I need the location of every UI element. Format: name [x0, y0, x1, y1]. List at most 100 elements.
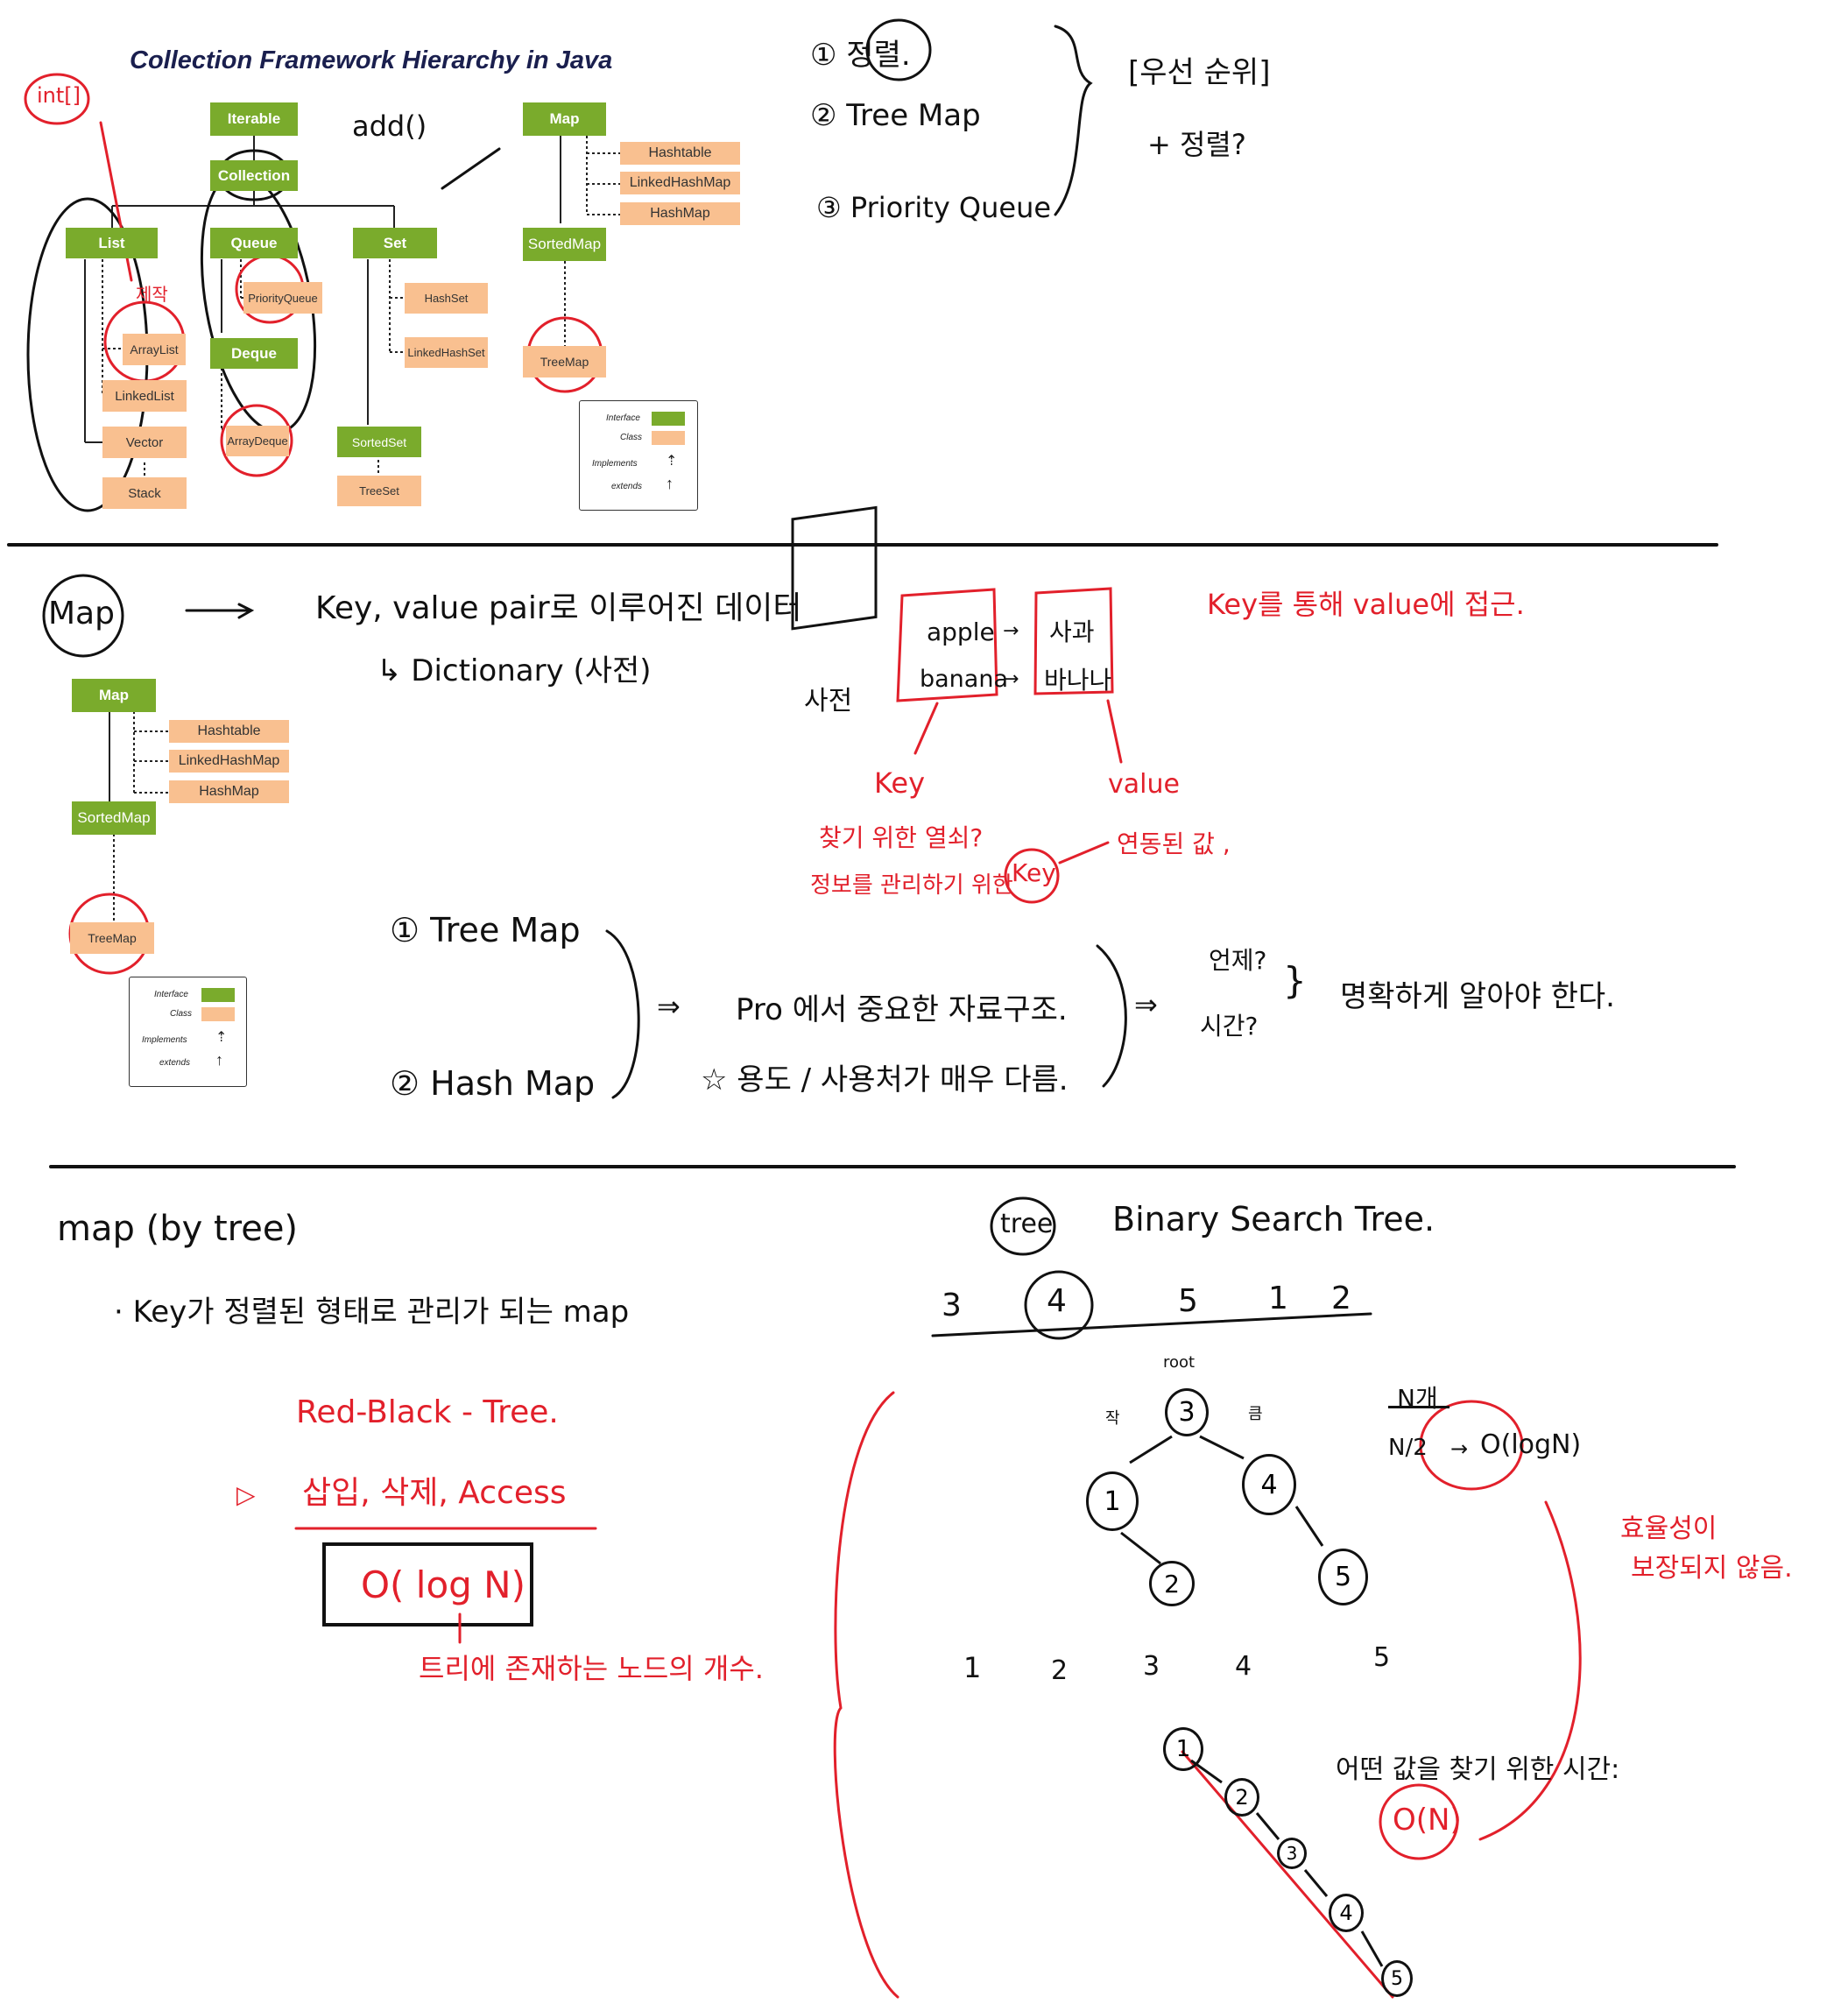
chain-node-5: 5 — [1381, 1960, 1413, 1997]
note-item1: ① 정렬. — [810, 38, 911, 73]
hashset-box: HashSet — [405, 283, 488, 314]
legend-interface-swatch — [652, 412, 685, 426]
hierarchy-title: Collection Framework Hierarchy in Java — [130, 46, 613, 74]
efficiency-note-1: 효율성이 — [1620, 1514, 1718, 1544]
list-item-treemap: ① Tree Map — [390, 911, 581, 949]
key-banana: banana — [920, 666, 1008, 693]
mini-legend-implements: Implements — [142, 1035, 187, 1045]
mini-legend-class: Class — [170, 1009, 193, 1019]
bullet-icon: ▷ — [236, 1480, 256, 1509]
list-box: List — [66, 228, 158, 258]
hashmap-box: HashMap — [620, 202, 740, 225]
chain-node-1: 1 — [1163, 1727, 1203, 1771]
ops-note: 삽입, 삭제, Access — [302, 1475, 567, 1511]
collection-box: Collection — [210, 160, 298, 191]
bst-node-right: 4 — [1242, 1454, 1296, 1515]
key-desc-2: 정보를 관리하기 위한 — [810, 872, 1013, 899]
jeryo-note: 제작 — [136, 284, 168, 305]
seq-1: 1 — [1268, 1281, 1288, 1316]
bst-title: Binary Search Tree. — [1112, 1200, 1435, 1238]
mini-solid-arrow-icon: ↑ — [215, 1051, 223, 1069]
sortedmap-box: SortedMap — [523, 228, 606, 261]
half-note: N/2 — [1388, 1435, 1428, 1461]
rb-tree-note: Red-Black - Tree. — [296, 1394, 559, 1430]
mini-legend: Interface Class Implements extends ⇡ ↑ — [129, 977, 247, 1087]
key-label: Key — [874, 766, 926, 800]
ologn-note: O(logN) — [1480, 1429, 1582, 1460]
seq-3: 3 — [942, 1288, 962, 1323]
implies-2: ⇒ — [1134, 988, 1158, 1021]
big-label: 큼 — [1248, 1405, 1263, 1423]
key-desc-1: 찾기 위한 열쇠? — [819, 823, 984, 852]
legend-interface: Interface — [606, 413, 640, 423]
mini-legend-extends: extends — [159, 1058, 191, 1068]
legend-class-swatch — [652, 431, 685, 445]
priorityqueue-box: PriorityQueue — [243, 282, 322, 314]
book-label: 사전 — [804, 686, 853, 716]
value-banana: 바나나 — [1044, 666, 1112, 695]
mini-legend-class-swatch — [201, 1007, 235, 1021]
pro-note: Pro 에서 중요한 자료구조. — [736, 992, 1068, 1027]
sorted-2: 2 — [1051, 1655, 1069, 1686]
vector-box: Vector — [102, 427, 187, 458]
red-ink — [24, 73, 1582, 1999]
must-know-note: 명확하게 알아야 한다. — [1340, 979, 1615, 1014]
n-count-underline — [1388, 1406, 1449, 1408]
implies-1: ⇒ — [657, 990, 681, 1023]
dashed-arrow-icon: ⇡ — [666, 454, 678, 469]
root-label: root — [1163, 1353, 1196, 1372]
treemap-box: TreeMap — [523, 346, 606, 378]
tree-circle-label: tree — [1000, 1209, 1054, 1239]
int-array-note: int[] — [37, 83, 81, 108]
mini-map-connectors — [109, 711, 169, 921]
linkedhashset-box: LinkedHashSet — [405, 337, 488, 368]
complexity-box: O( log N) — [361, 1563, 525, 1606]
sorted-4: 4 — [1235, 1651, 1252, 1682]
mini-treemap-box: TreeMap — [70, 922, 154, 954]
mini-sortedmap-box: SortedMap — [72, 801, 156, 835]
sortedset-box: SortedSet — [337, 427, 421, 457]
treeset-box: TreeSet — [337, 476, 421, 506]
small-brace: } — [1283, 959, 1307, 1002]
bst-diagram — [1120, 1435, 1324, 1565]
linkedlist-box: LinkedList — [102, 380, 187, 412]
chain-node-3: 3 — [1277, 1838, 1307, 1869]
efficiency-note-2: 보장되지 않음. — [1631, 1553, 1793, 1584]
deque-box: Deque — [210, 338, 298, 369]
map-arrow-1: → — [1003, 620, 1019, 642]
iterable-box: Iterable — [210, 102, 298, 136]
half-arrow: → — [1450, 1436, 1469, 1461]
chain-node-4: 4 — [1329, 1894, 1364, 1932]
note-item3: ③ Priority Queue — [816, 191, 1052, 224]
bracket-plus: + 정렬? — [1147, 128, 1246, 161]
bst-node-right-right: 5 — [1318, 1549, 1368, 1605]
value-desc: 연동된 값 , — [1117, 829, 1231, 858]
sorted-map-note: · Key가 정렬된 형태로 관리가 되는 map — [114, 1295, 630, 1330]
set-box: Set — [353, 228, 437, 258]
dictionary-note: ↳ Dictionary (사전) — [377, 653, 652, 688]
small-label: 작 — [1105, 1409, 1120, 1428]
n-count: N개 — [1397, 1384, 1438, 1413]
legend: Interface Class Implements extends ⇡ ↑ — [579, 400, 698, 511]
bracket-title: [우선 순위] — [1128, 55, 1271, 90]
value-label: value — [1108, 769, 1180, 800]
on-note: O(N) — [1393, 1803, 1462, 1838]
mini-hashtable-box: Hashtable — [169, 720, 289, 743]
bst-node-left: 1 — [1086, 1471, 1139, 1531]
when-note: 언제? — [1209, 946, 1267, 975]
mini-linkedhashmap-box: LinkedHashMap — [169, 750, 289, 773]
hashtable-box: Hashtable — [620, 142, 740, 165]
arraylist-box: ArrayList — [123, 334, 186, 365]
note-item2: ② Tree Map — [810, 98, 981, 133]
arraydeque-box: ArrayDeque — [226, 426, 289, 456]
bst-node-left-right: 2 — [1149, 1561, 1195, 1606]
sorted-3: 3 — [1143, 1651, 1160, 1682]
solid-arrow-icon: ↑ — [666, 475, 674, 492]
chain-node-2: 2 — [1224, 1778, 1259, 1817]
map-box: Map — [523, 102, 606, 136]
queue-box: Queue — [210, 228, 298, 258]
key-circle-label: Key — [1012, 858, 1056, 887]
complexity-note: 트리에 존재하는 노드의 개수. — [419, 1652, 764, 1685]
